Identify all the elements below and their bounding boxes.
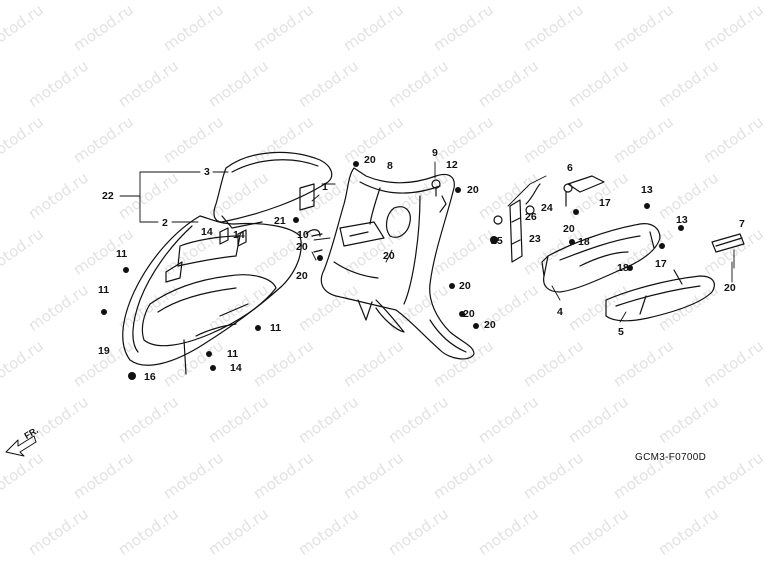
callout-label: 2 <box>162 217 168 229</box>
callout-label: 11 <box>98 284 110 296</box>
callout-label: 26 <box>525 211 537 223</box>
callout-label: 21 <box>274 215 286 227</box>
callout-label: 17 <box>655 258 667 270</box>
callout-label: 14 <box>233 229 245 241</box>
front-cover-part <box>122 215 302 375</box>
callout-label: 14 <box>201 226 213 238</box>
callout-label: 12 <box>446 159 458 171</box>
callout-label: 23 <box>529 233 541 245</box>
callout-label: 20 <box>364 154 376 166</box>
callout-label: 20 <box>383 250 395 262</box>
callout-label: 11 <box>270 322 282 334</box>
fastener-marks <box>101 161 684 380</box>
callout-label: 20 <box>467 184 479 196</box>
callout-label: 5 <box>618 326 624 338</box>
callout-label: 1 <box>322 181 328 193</box>
callout-label: 19 <box>98 345 110 357</box>
callout-label: 3 <box>204 166 210 178</box>
callout-label: 18 <box>578 236 590 248</box>
callout-label: 16 <box>144 371 156 383</box>
callout-label: 20 <box>459 280 471 292</box>
callout-label: 4 <box>557 306 563 318</box>
callout-label: 20 <box>296 241 308 253</box>
callout-label: 7 <box>739 218 745 230</box>
callout-label: 20 <box>296 270 308 282</box>
callout-label: 22 <box>102 190 114 202</box>
callout-label: 20 <box>724 282 736 294</box>
callout-label: 20 <box>563 223 575 235</box>
callout-label: 25 <box>491 235 503 247</box>
callout-label: 20 <box>463 308 475 320</box>
step-floor-part <box>605 269 715 322</box>
callout-label: 24 <box>541 202 553 214</box>
diagram-code: GCM3-F0700D <box>635 452 707 463</box>
front-direction-arrow <box>5 435 37 457</box>
callout-label: 10 <box>297 229 309 241</box>
callout-label: 6 <box>567 162 573 174</box>
callout-label: 13 <box>641 184 653 196</box>
callout-label: 13 <box>676 214 688 226</box>
callout-label: 8 <box>387 160 393 172</box>
callout-label: 14 <box>230 362 242 374</box>
callout-label: 17 <box>599 197 611 209</box>
callout-label: 9 <box>432 147 438 159</box>
leader-lines <box>119 161 735 323</box>
under-cover-part <box>541 223 661 293</box>
callout-label: 11 <box>227 348 239 360</box>
small-parts <box>219 175 745 253</box>
inner-cover-part <box>311 167 475 360</box>
callout-label: 20 <box>484 319 496 331</box>
callout-label: 11 <box>116 248 128 260</box>
callout-label: 18 <box>617 262 629 274</box>
